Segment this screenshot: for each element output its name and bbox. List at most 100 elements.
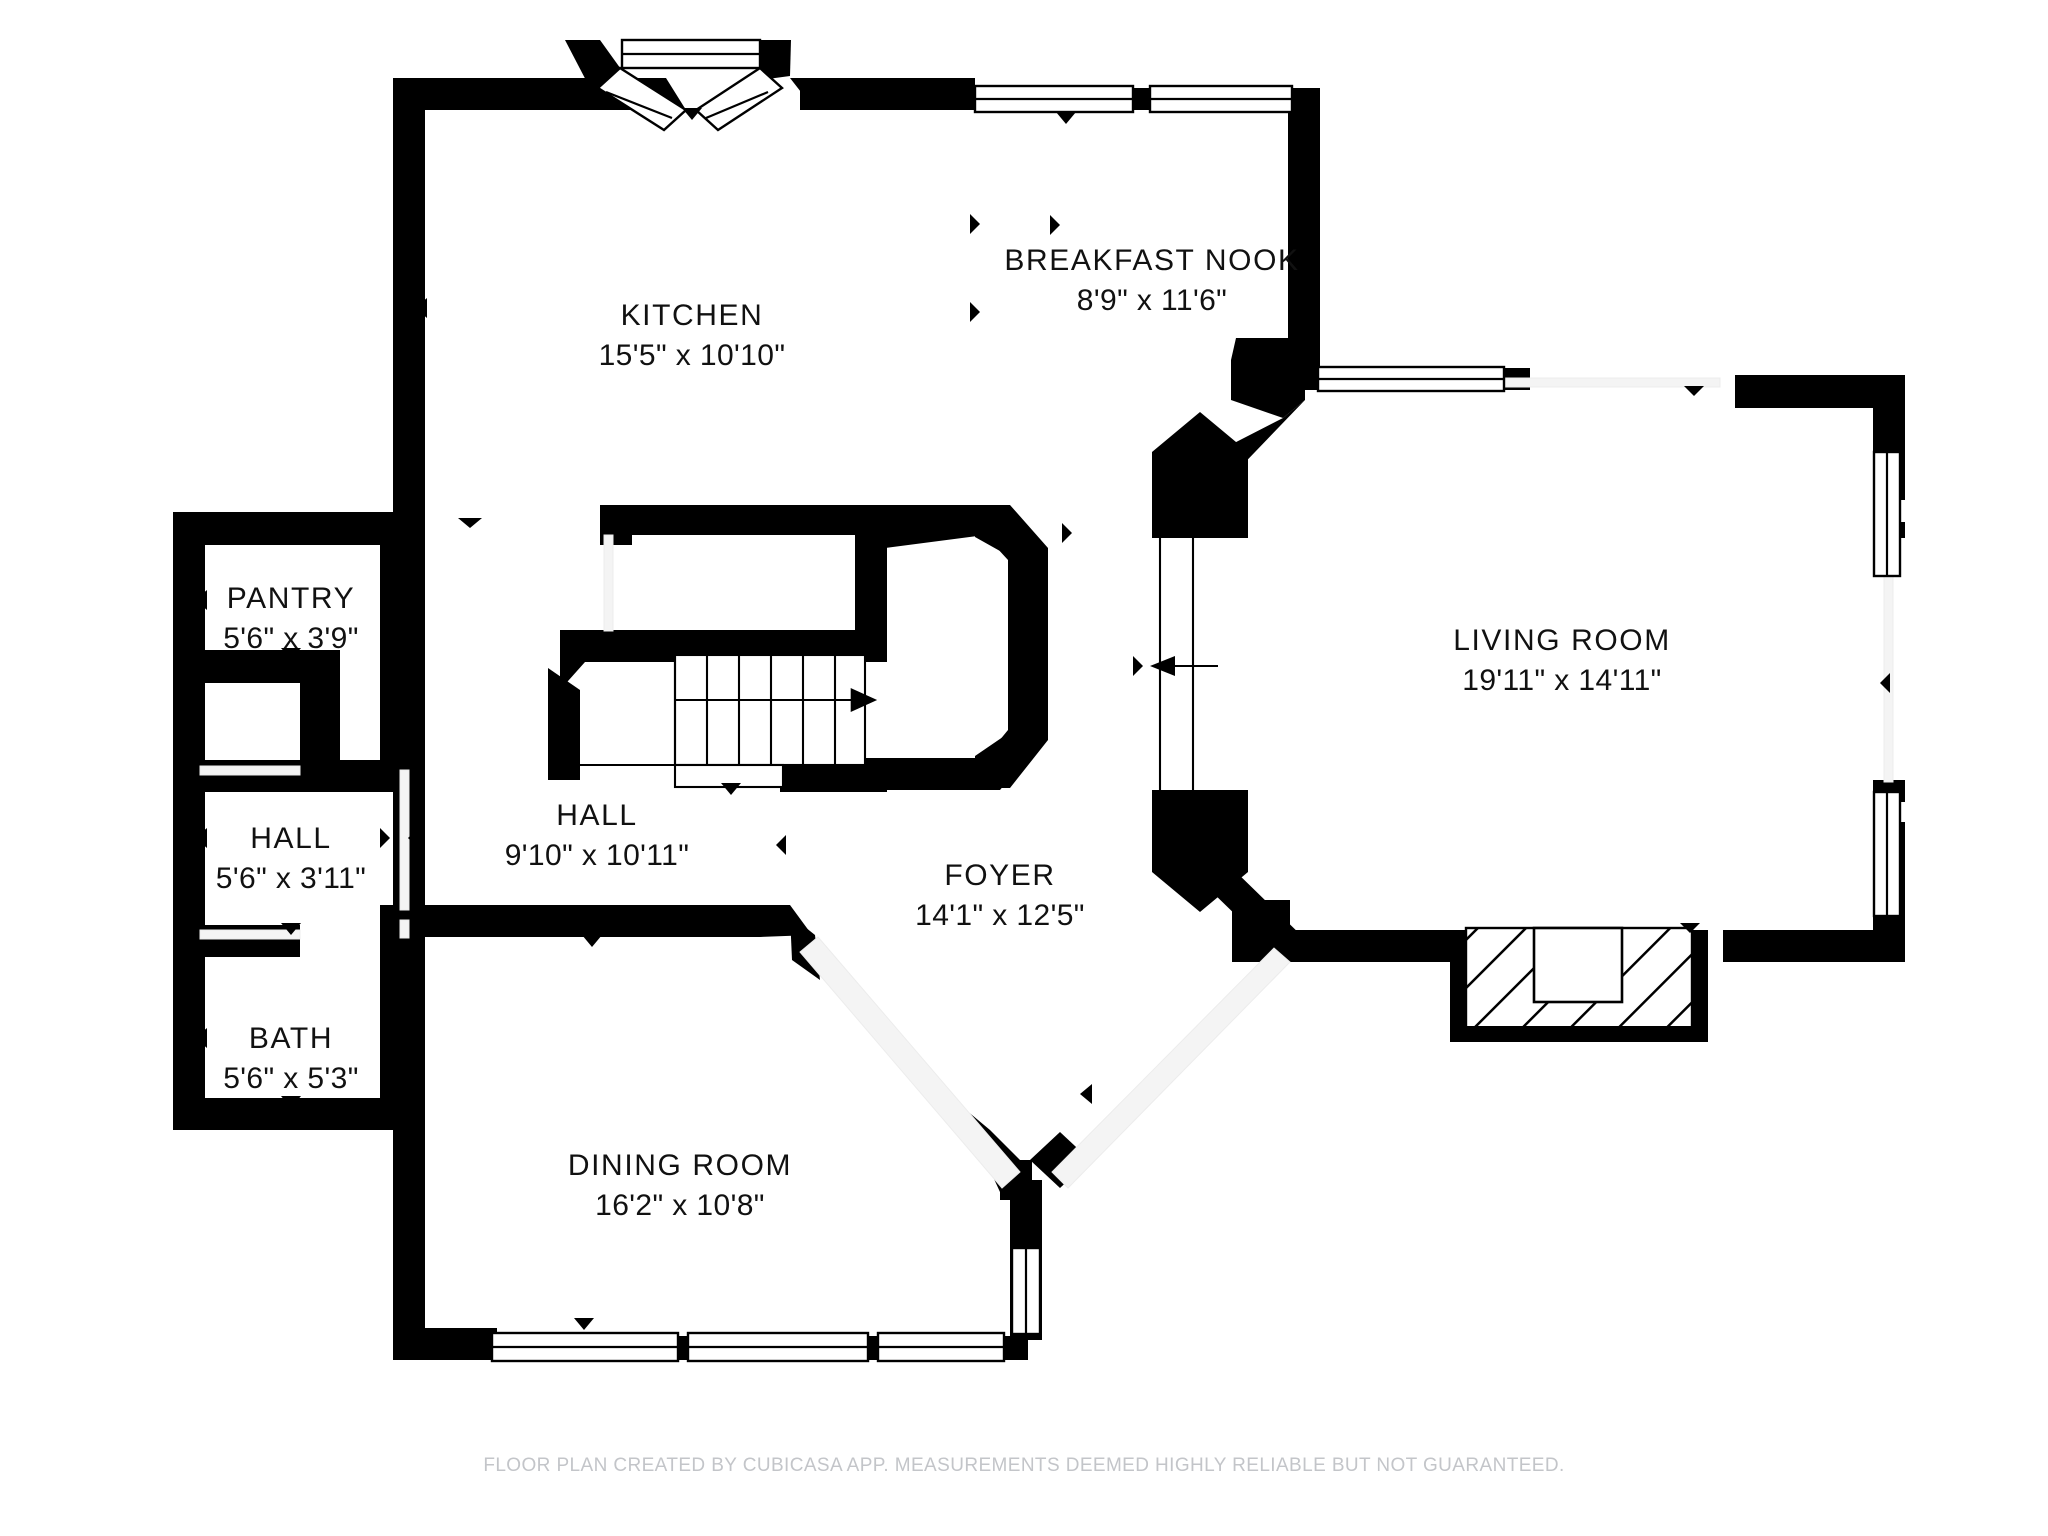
wall-living-top-right	[1735, 375, 1905, 408]
marker-hall-right	[776, 835, 786, 855]
door-openings	[199, 377, 1894, 1189]
fireplace-surround-bottom	[1450, 1026, 1708, 1042]
window-living-right-lower	[1872, 790, 1902, 918]
marker-hall-s-right	[380, 828, 390, 848]
wall-pantry-divider	[300, 650, 340, 770]
wall-stair-left-angle	[560, 630, 632, 690]
windows	[490, 38, 1902, 1363]
marker-living-right-window	[1880, 673, 1890, 693]
room-name-dining-room: DINING ROOM	[568, 1149, 792, 1182]
room-labels: KITCHEN 15'5" x 10'10" BREAKFAST NOOK 8'…	[216, 244, 1671, 1222]
room-label-hall-main: HALL 9'10" x 10'11"	[505, 799, 690, 872]
wall-dining-bottom-right	[1000, 1336, 1028, 1360]
fireplace	[1450, 926, 1708, 1042]
fireplace-firebox	[1532, 926, 1624, 1004]
marker-bath-bottom	[281, 1096, 301, 1108]
marker-hall-s-right2	[408, 828, 418, 848]
marker-hall-s-left	[195, 828, 207, 848]
marker-living-top-window	[1684, 386, 1704, 396]
wall-pantry-bottom	[173, 650, 340, 683]
room-dim-foyer: 14'1" x 12'5"	[915, 899, 1085, 932]
room-name-hall-small: HALL	[250, 822, 331, 855]
wall-bay-corner-right	[756, 40, 791, 80]
wall-column-upper	[1152, 412, 1248, 538]
opening-foyer-front-right	[1051, 947, 1291, 1189]
staircase	[580, 653, 878, 789]
wall-angled-partition-upper	[1231, 338, 1305, 418]
partition-rails	[1158, 538, 1195, 792]
marker-dining-bottom	[574, 1318, 594, 1330]
marker-kitchen-left-2	[458, 518, 482, 528]
window-nook-b	[1148, 84, 1294, 114]
room-name-pantry: PANTRY	[227, 582, 356, 615]
wall-stair-shell-right	[975, 505, 1048, 788]
marker-pantry-bottom	[281, 648, 301, 660]
marker-fireplace	[1680, 923, 1700, 933]
window-front-entry	[1010, 1246, 1042, 1336]
marker-stair-bottom	[721, 783, 741, 795]
room-dim-dining-room: 16'2" x 10'8"	[595, 1189, 765, 1222]
opening-dining-foyer-upper	[799, 936, 1021, 1189]
room-name-breakfast-nook: BREAKFAST NOOK	[1004, 244, 1299, 277]
opening-hall-kitchen	[399, 919, 410, 939]
room-name-hall-main: HALL	[556, 799, 637, 832]
wall-living-bottom-left	[1232, 930, 1450, 962]
wall-living-bottom-right	[1723, 930, 1905, 962]
wall-bay-corner-left	[565, 40, 623, 88]
window-bay-right	[694, 66, 784, 132]
room-name-kitchen: KITCHEN	[621, 299, 764, 332]
room-name-bath: BATH	[249, 1022, 333, 1055]
window-dining-1	[490, 1331, 680, 1363]
wall-nook-window-mullion	[1129, 88, 1152, 110]
room-dim-breakfast-nook: 8'9" x 11'6"	[1077, 284, 1227, 317]
marker-kitchen-left	[415, 298, 427, 318]
room-label-bath: BATH 5'6" x 5'3"	[223, 1022, 359, 1095]
wall-hall-dining-top	[393, 905, 760, 937]
opening-hall-main-right	[399, 769, 410, 911]
marker-nook-top-left	[1050, 215, 1060, 235]
room-dim-pantry: 5'6" x 3'9"	[223, 622, 359, 655]
marker-bath-left	[195, 1028, 207, 1048]
room-dim-bath: 5'6" x 5'3"	[223, 1062, 359, 1095]
room-label-dining-room: DINING ROOM 16'2" x 10'8"	[568, 1149, 792, 1222]
marker-pantry-right	[394, 590, 404, 610]
window-dining-3	[876, 1331, 1006, 1363]
marker-kitchen-right	[970, 214, 980, 234]
room-label-living-room: LIVING ROOM 19'11" x 14'11"	[1453, 624, 1671, 697]
partition-dimension-arrow	[1150, 656, 1218, 676]
marker-bath-right	[380, 1028, 390, 1048]
footer-disclaimer: FLOOR PLAN CREATED BY CUBICASA APP. MEAS…	[483, 1455, 1565, 1476]
room-label-hall-small: HALL 5'6" x 3'11"	[216, 822, 366, 895]
wall-structure	[173, 40, 1905, 1360]
wall-pantry-right-stub	[380, 540, 412, 770]
room-dim-hall-small: 5'6" x 3'11"	[216, 862, 366, 895]
marker-kitchen-top	[682, 108, 702, 120]
wall-dining-bottom-left	[393, 1328, 497, 1360]
room-dim-living-room: 19'11" x 14'11"	[1462, 664, 1661, 697]
wall-hall-small-top	[173, 760, 412, 792]
dimension-markers	[195, 108, 1890, 1330]
window-nook-a	[973, 84, 1135, 114]
room-dim-kitchen: 15'5" x 10'10"	[599, 339, 786, 372]
wall-kitchen-left	[393, 78, 570, 510]
wall-front-door-post	[1010, 1180, 1042, 1248]
wall-top-nook	[800, 78, 975, 110]
window-dining-2	[686, 1331, 870, 1363]
room-name-foyer: FOYER	[944, 859, 1055, 892]
marker-hall-s-bottom	[281, 923, 301, 935]
room-label-foyer: FOYER 14'1" x 12'5"	[915, 859, 1085, 932]
marker-foyer-diag	[1080, 1084, 1092, 1104]
window-living-right-upper	[1872, 450, 1902, 578]
fireplace-surround-right	[1692, 930, 1708, 1042]
wall-dining-left	[393, 905, 425, 1360]
room-dim-hall-main: 9'10" x 10'11"	[505, 839, 690, 872]
opening-hall-door	[199, 929, 301, 940]
fireplace-surround-left	[1450, 930, 1466, 1042]
marker-living-column	[1133, 656, 1143, 676]
room-label-breakfast-nook: BREAKFAST NOOK 8'9" x 11'6"	[1004, 244, 1299, 317]
room-label-pantry: PANTRY 5'6" x 3'9"	[223, 582, 359, 655]
room-name-living-room: LIVING ROOM	[1453, 624, 1671, 657]
marker-nook-window	[1056, 112, 1076, 124]
